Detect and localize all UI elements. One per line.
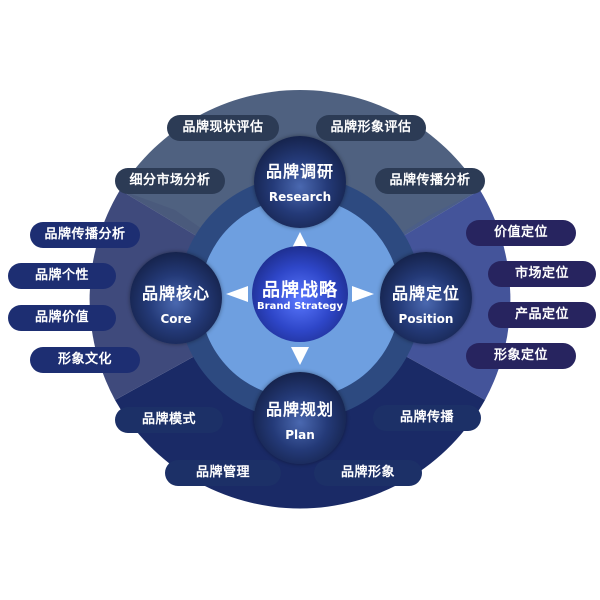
core-item: 品牌价值 [8,305,116,331]
arrow-down-icon [291,347,309,365]
plan-item: 品牌传播 [373,405,481,431]
core-item: 品牌个性 [8,263,116,289]
plan-item: 品牌模式 [115,407,223,433]
position-item: 价值定位 [466,220,576,246]
node-position: 品牌定位 Position [380,252,472,344]
arrows [226,232,374,365]
node-research: 品牌调研 Research [254,136,346,228]
center-node-brand-strategy: 品牌战略 Brand Strategy [252,246,348,342]
plan-item: 品牌形象 [314,460,422,486]
node-core-subtitle: Core [160,312,192,326]
center-title: 品牌战略 [262,280,338,301]
arrow-right-icon [352,286,374,302]
node-plan-subtitle: Plan [285,428,315,442]
node-plan-title: 品牌规划 [265,400,334,419]
node-research-title: 品牌调研 [265,162,334,181]
position-item: 产品定位 [488,302,596,328]
node-research-subtitle: Research [268,190,332,204]
arrow-left-icon [226,286,248,302]
position-item: 形象定位 [466,343,576,369]
research-item: 品牌传播分析 [375,168,485,194]
node-plan: 品牌规划 Plan [254,372,346,464]
arrow-up-icon [291,232,309,250]
research-item: 品牌形象评估 [316,115,426,141]
node-core-title: 品牌核心 [141,284,210,303]
position-item: 市场定位 [488,261,596,287]
core-item: 品牌传播分析 [30,222,140,248]
node-position-title: 品牌定位 [391,284,460,303]
core-item: 形象文化 [30,347,140,373]
node-position-subtitle: Position [398,312,454,326]
plan-item: 品牌管理 [165,460,281,486]
node-core: 品牌核心 Core [130,252,222,344]
center-subtitle: Brand Strategy [257,301,343,312]
research-item: 细分市场分析 [115,168,225,194]
research-item: 品牌现状评估 [167,115,279,141]
